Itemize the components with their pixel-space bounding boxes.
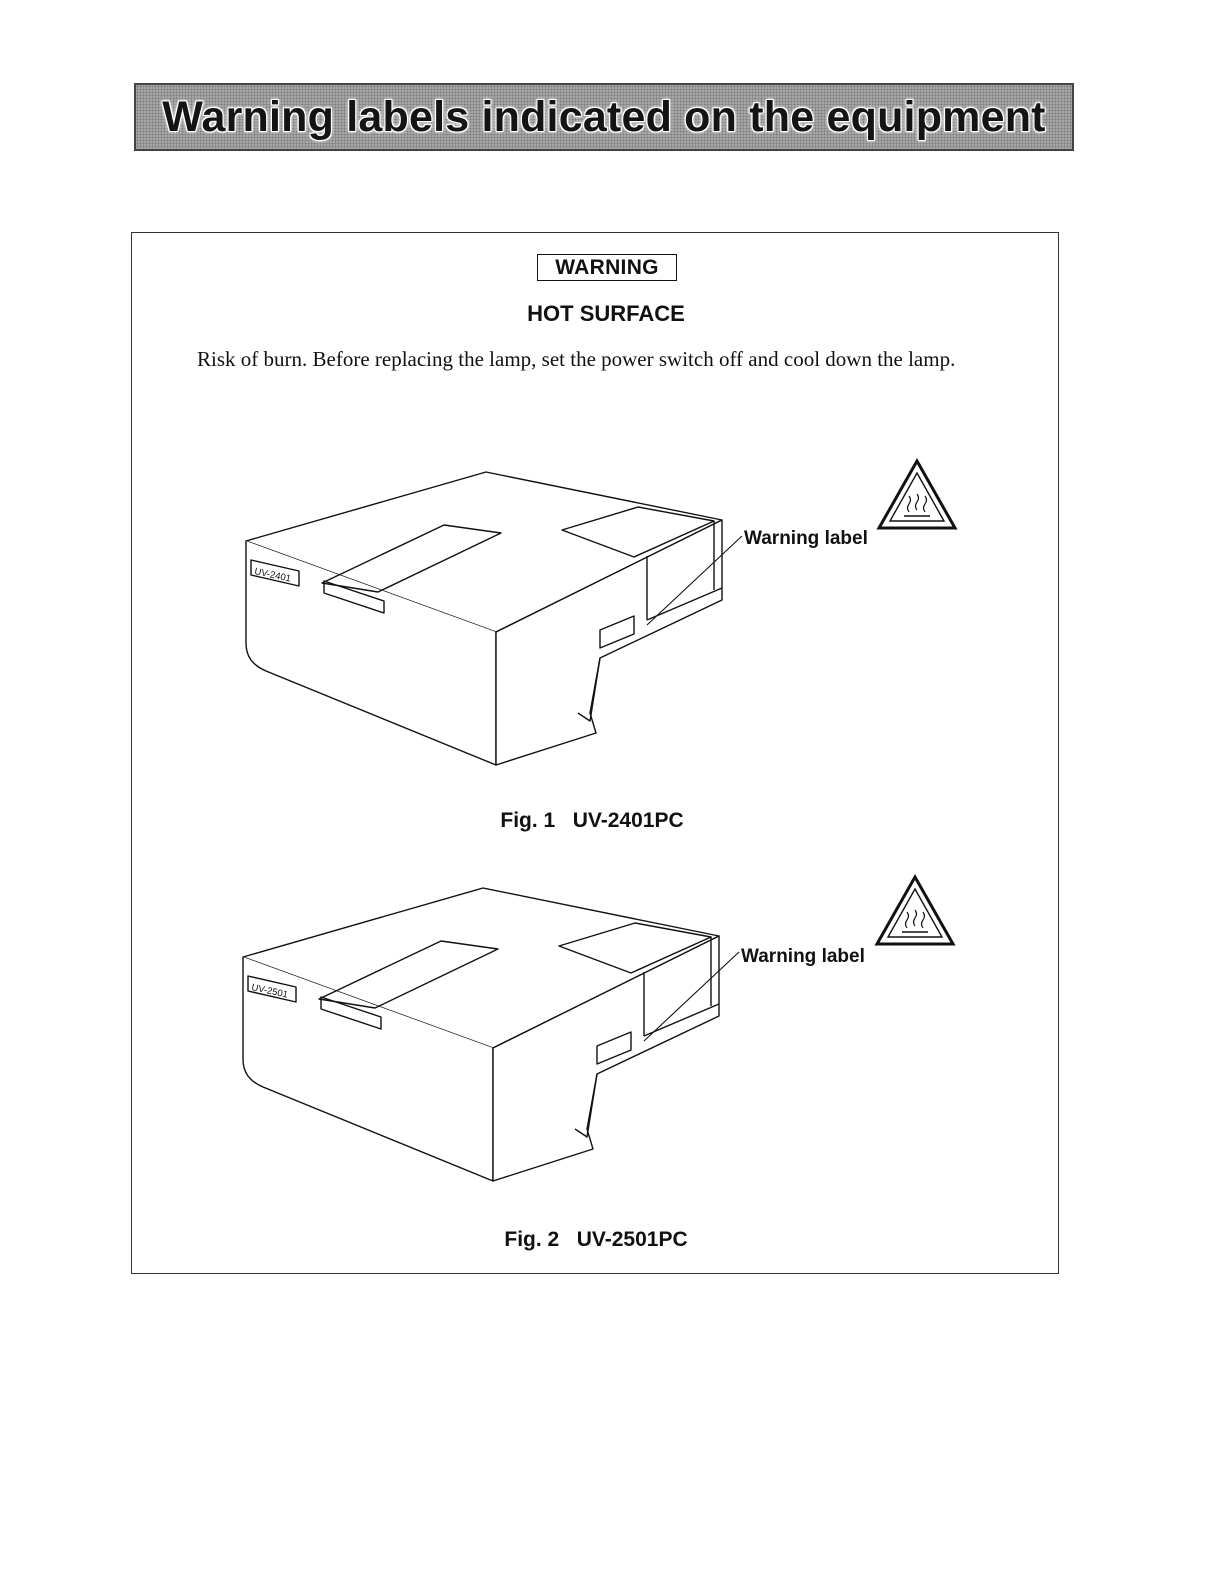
figure-2-instrument-drawing: UV-2501 (241, 884, 731, 1184)
spectrophotometer-illustration: UV-2501 (241, 884, 731, 1184)
page-title-banner: Warning labels indicated on the equipmen… (134, 83, 1074, 151)
figure-1-caption: Fig. 1 UV-2401PC (392, 809, 792, 833)
hazard-heading: HOT SURFACE (456, 301, 756, 327)
spectrophotometer-illustration: UV-2401 (244, 468, 734, 768)
figure-1-instrument-drawing: UV-2401 (244, 468, 734, 768)
warning-badge: WARNING (537, 254, 677, 281)
warning-label-callout: Warning label (744, 528, 868, 550)
figure-2-caption: Fig. 2 UV-2501PC (396, 1228, 796, 1252)
hot-surface-symbol (874, 874, 956, 946)
page-title: Warning labels indicated on the equipmen… (162, 93, 1045, 142)
hot-surface-symbol (876, 458, 958, 530)
warning-description: Risk of burn. Before replacing the lamp,… (197, 340, 1027, 378)
hot-surface-warning-icon (876, 458, 958, 535)
warning-label-callout: Warning label (741, 946, 865, 968)
hot-surface-warning-icon (874, 874, 956, 951)
